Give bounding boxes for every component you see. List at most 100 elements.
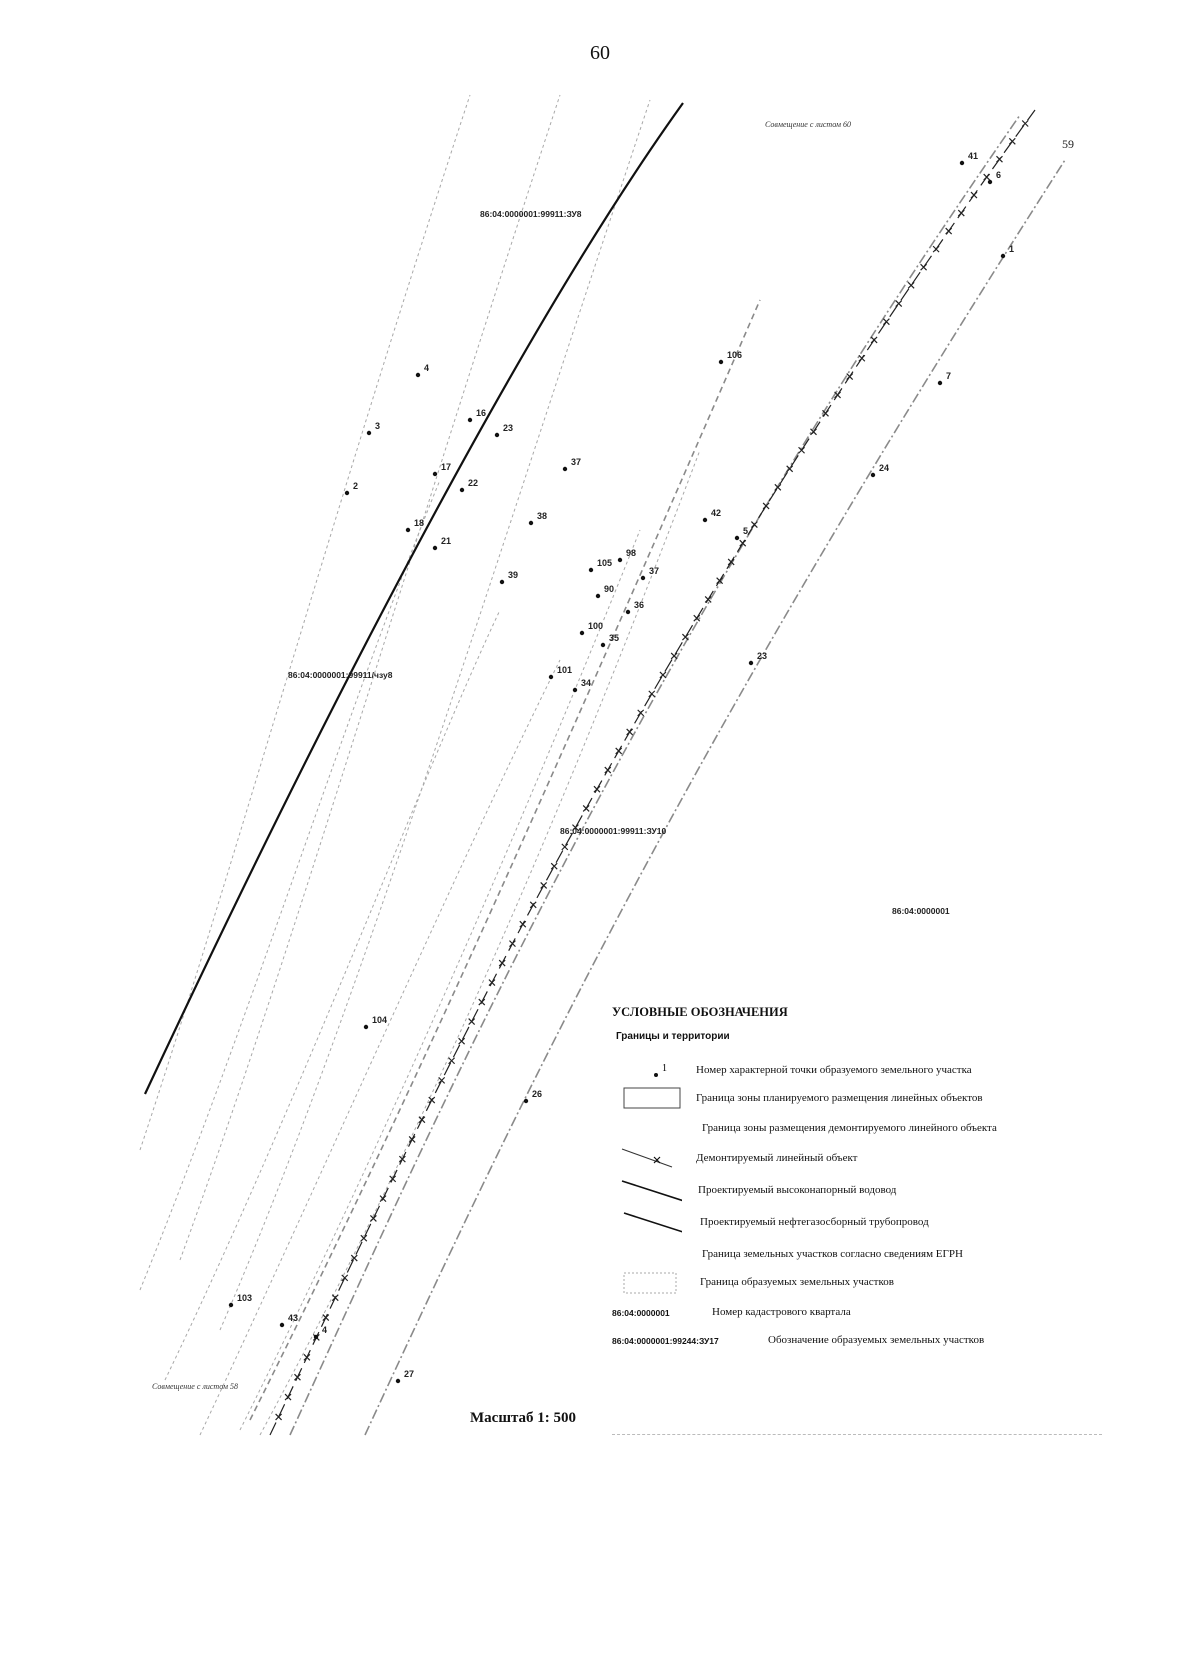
legend-subtitle: Границы и территории bbox=[616, 1031, 730, 1042]
point-90: 90 bbox=[595, 584, 614, 599]
point-label: 106 bbox=[727, 350, 742, 360]
point-marker bbox=[702, 517, 708, 523]
x-mark bbox=[458, 1037, 466, 1045]
point-label: 90 bbox=[604, 584, 614, 594]
point-42: 42 bbox=[702, 508, 721, 523]
x-mark bbox=[920, 263, 928, 271]
parcel-label-zu8-mid: 86:04:0000001:99911/чзу8 bbox=[288, 670, 393, 680]
page-number: 60 bbox=[590, 42, 610, 64]
x-mark bbox=[593, 785, 601, 793]
x-mark bbox=[739, 539, 747, 547]
point-label: 36 bbox=[634, 600, 644, 610]
point-label: 5 bbox=[743, 526, 748, 536]
x-mark bbox=[561, 843, 569, 851]
x-mark bbox=[418, 1116, 426, 1124]
point-marker bbox=[405, 527, 411, 533]
x-mark bbox=[693, 614, 701, 622]
x-mark bbox=[996, 155, 1003, 163]
svg-text:1: 1 bbox=[662, 1063, 667, 1074]
point-26: 26 bbox=[523, 1089, 542, 1104]
x-mark bbox=[945, 227, 953, 235]
x-mark bbox=[389, 1175, 397, 1183]
point-marker bbox=[625, 609, 631, 615]
x-mark bbox=[582, 804, 590, 812]
point-100: 100 bbox=[579, 621, 603, 636]
x-mark bbox=[275, 1413, 283, 1421]
sheet-link-bottom: Совмещение с листом 58 bbox=[152, 1382, 238, 1391]
point-label: 17 bbox=[441, 462, 451, 472]
point-marker bbox=[600, 642, 606, 648]
x-mark bbox=[498, 959, 506, 967]
point-label: 35 bbox=[609, 633, 619, 643]
point-105: 105 bbox=[588, 558, 612, 573]
x-mark bbox=[604, 766, 612, 774]
legend-item-designation: 86:04:0000001:99244:ЗУ17 Обозначение обр… bbox=[612, 1329, 1112, 1353]
x-mark bbox=[670, 652, 678, 660]
legend-code-quarter: 86:04:0000001 bbox=[612, 1308, 670, 1318]
x-mark bbox=[704, 595, 712, 603]
legend-bottom-border bbox=[612, 1434, 1102, 1435]
x-mark bbox=[798, 446, 805, 454]
legend-text-zone: Граница зоны планируемого размещения лин… bbox=[696, 1092, 983, 1104]
x-mark bbox=[983, 173, 991, 181]
cadastral-quarter-label: 86:04:0000001 bbox=[892, 906, 950, 916]
parcel-label-zu8-top: 86:04:0000001:99911:ЗУ8 bbox=[480, 209, 582, 219]
legend-text-dismantled: Демонтируемый линейный объект bbox=[696, 1152, 858, 1164]
x-mark bbox=[907, 281, 915, 289]
x-mark bbox=[509, 940, 516, 948]
point-marker bbox=[279, 1322, 285, 1328]
point-label: 7 bbox=[946, 371, 951, 381]
x-mark bbox=[858, 354, 866, 362]
point-marker bbox=[579, 630, 585, 636]
x-mark bbox=[786, 465, 794, 473]
point-104: 104 bbox=[363, 1015, 387, 1030]
adjacent-sheet-number: 59 bbox=[1062, 137, 1074, 151]
point-label: 38 bbox=[537, 511, 547, 521]
x-mark bbox=[750, 521, 758, 528]
x-mark bbox=[834, 391, 841, 399]
point-marker bbox=[344, 490, 350, 496]
x-mark bbox=[895, 300, 903, 307]
point-39: 39 bbox=[499, 570, 518, 585]
x-mark bbox=[1021, 120, 1029, 127]
point-marker bbox=[562, 466, 568, 472]
legend-text-new-parcels: Граница образуемых земельных участков bbox=[700, 1276, 894, 1288]
point-marker bbox=[595, 593, 601, 599]
sheet-link-top: Совмещение с листом 60 bbox=[765, 120, 851, 129]
legend-title: УСЛОВНЫЕ ОБОЗНАЧЕНИЯ bbox=[612, 1005, 788, 1019]
point-marker bbox=[313, 1334, 319, 1340]
x-mark bbox=[540, 882, 548, 889]
x-mark bbox=[637, 709, 645, 717]
dismantled-line-x-marks bbox=[275, 120, 1029, 1421]
point-marker bbox=[459, 487, 465, 493]
x-mark bbox=[774, 483, 782, 491]
point-label: 37 bbox=[649, 566, 659, 576]
projected-pipeline bbox=[144, 102, 684, 1095]
point-marker bbox=[467, 417, 473, 423]
x-mark bbox=[408, 1135, 416, 1143]
point-marker bbox=[228, 1302, 234, 1308]
x-mark bbox=[822, 409, 829, 417]
x-mark bbox=[360, 1234, 368, 1242]
point-7: 7 bbox=[937, 371, 951, 386]
point-label: 4 bbox=[322, 1325, 327, 1335]
x-mark bbox=[468, 1018, 476, 1026]
point-36: 36 bbox=[625, 600, 644, 615]
point-marker bbox=[366, 430, 372, 436]
point-35: 35 bbox=[600, 633, 619, 648]
legend-item-new-parcels: Граница образуемых земельных участков bbox=[612, 1271, 1112, 1295]
point-label: 2 bbox=[353, 481, 358, 491]
x-mark bbox=[648, 690, 656, 698]
point-marker bbox=[588, 567, 594, 573]
point-label: 18 bbox=[414, 518, 424, 528]
point-label: 39 bbox=[508, 570, 518, 580]
legend-code-designation: 86:04:0000001:99244:ЗУ17 bbox=[612, 1336, 719, 1346]
point-label: 22 bbox=[468, 478, 478, 488]
x-mark bbox=[1008, 137, 1016, 145]
x-mark bbox=[932, 245, 940, 253]
point-label: 26 bbox=[532, 1089, 542, 1099]
map-scale: Масштаб 1: 500 bbox=[470, 1410, 577, 1426]
point-label: 42 bbox=[711, 508, 721, 518]
legend-text-quarter: Номер кадастрового квартала bbox=[712, 1306, 851, 1318]
